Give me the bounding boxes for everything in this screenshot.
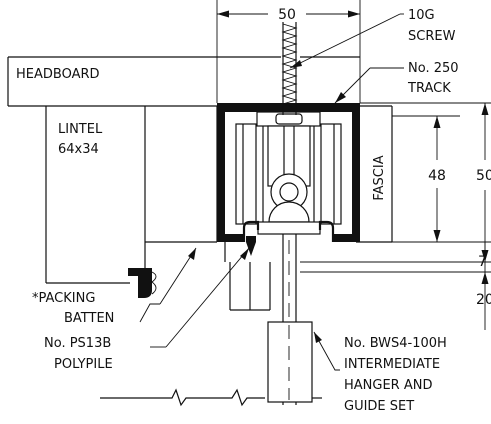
hanger-label-line3: HANGER AND xyxy=(344,378,432,393)
packing-clip xyxy=(128,268,157,298)
polypile-seal xyxy=(246,236,256,256)
screw xyxy=(281,22,298,115)
hanger-label-line2: INTERMEDIATE xyxy=(344,357,440,372)
screw-label-line2: SCREW xyxy=(408,29,456,44)
hanger-bolt xyxy=(267,234,313,405)
lintel: LINTEL 64x34 xyxy=(45,106,146,284)
fascia: FASCIA xyxy=(355,105,393,243)
track-height-dimension: 48 xyxy=(428,116,446,242)
callout-track: No. 250 TRACK xyxy=(334,61,459,104)
polypile-label-line2: POLYPILE xyxy=(54,357,113,372)
callout-packing: *PACKING BATTEN xyxy=(32,247,197,326)
track-label-line2: TRACK xyxy=(407,81,451,96)
callout-hanger: No. BWS4-100H INTERMEDIATE HANGER AND GU… xyxy=(313,331,447,414)
callout-screw: 10G SCREW xyxy=(289,8,456,69)
track-height-value: 48 xyxy=(428,168,446,184)
lower-gap-dimension: 20 xyxy=(476,272,491,330)
packing-label-line2: BATTEN xyxy=(64,311,114,326)
headboard: HEADBOARD xyxy=(7,56,360,107)
hanger-label-line1: No. BWS4-100H xyxy=(344,336,447,351)
packing-batten xyxy=(145,106,218,243)
polypile-label-line1: No. PS13B xyxy=(44,336,111,351)
top-width-dimension: 50 xyxy=(216,0,361,103)
floor-break-line xyxy=(100,388,322,407)
small-gap-value: 7 xyxy=(478,254,487,270)
track-label-line1: No. 250 xyxy=(408,61,459,76)
headboard-label: HEADBOARD xyxy=(16,67,100,82)
lower-gap-value: 20 xyxy=(476,292,491,308)
overall-height-value: 50 xyxy=(476,168,491,184)
fascia-label: FASCIA xyxy=(372,155,387,200)
packing-label-line1: *PACKING xyxy=(32,291,95,306)
reference-lines xyxy=(300,102,491,273)
overall-height-dimension: 50 xyxy=(476,103,491,262)
carriage xyxy=(235,111,342,242)
lintel-label-line2: 64x34 xyxy=(58,142,99,157)
small-gap-dimension: 7 xyxy=(478,242,487,272)
top-width-value: 50 xyxy=(278,7,296,23)
screw-label-line1: 10G xyxy=(408,8,435,23)
callout-polypile: No. PS13B POLYPILE xyxy=(44,247,250,372)
hanger-label-line4: GUIDE SET xyxy=(344,399,414,414)
lintel-label-line1: LINTEL xyxy=(58,122,103,137)
